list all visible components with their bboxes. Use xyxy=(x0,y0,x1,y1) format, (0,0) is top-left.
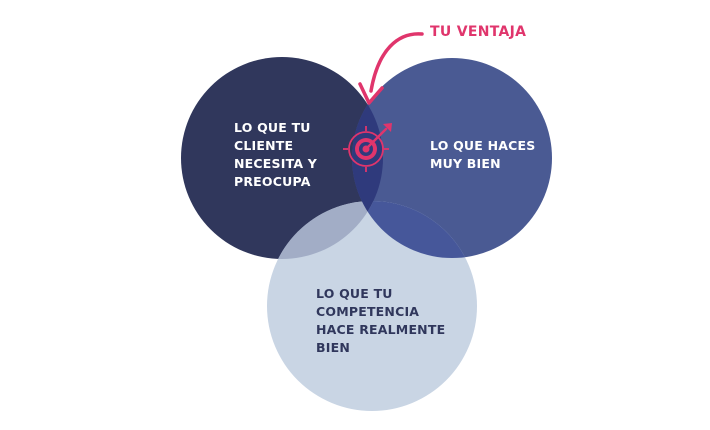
curved-arrow-icon xyxy=(358,32,424,105)
circle-label-haces: LO QUE HACES MUY BIEN xyxy=(430,137,540,173)
target-bullseye-icon xyxy=(343,123,392,172)
circle-cliente xyxy=(181,57,383,259)
label-line: CLIENTE xyxy=(234,138,294,153)
label-line: HACE REALMENTE xyxy=(316,322,446,337)
overlap-haces-competencia xyxy=(352,201,477,258)
label-line: PREOCUPA xyxy=(234,174,311,189)
circle-label-competencia: LO QUE TU COMPETENCIA HACE REALMENTE BIE… xyxy=(316,285,466,357)
circle-label-cliente: LO QUE TU CLIENTE NECESITA Y PREOCUPA xyxy=(234,119,344,191)
overlap-haces-competencia-group xyxy=(352,201,477,258)
label-line: LO QUE TU xyxy=(234,120,311,135)
label-line: NECESITA Y xyxy=(234,156,317,171)
label-line: LO QUE TU xyxy=(316,286,393,301)
label-line: BIEN xyxy=(316,340,350,355)
tu-ventaja-label: TU VENTAJA xyxy=(430,24,527,40)
label-line: COMPETENCIA xyxy=(316,304,420,319)
label-line: MUY BIEN xyxy=(430,156,501,171)
label-line: LO QUE HACES xyxy=(430,138,536,153)
